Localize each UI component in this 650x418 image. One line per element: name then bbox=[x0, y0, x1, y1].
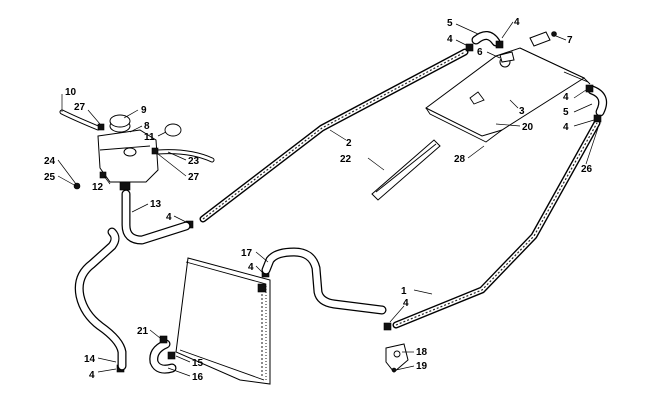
clamp-part-27-a bbox=[97, 123, 105, 131]
callout-4-hose-17: 4 bbox=[248, 262, 254, 273]
callout-27-upper: 27 bbox=[74, 102, 86, 113]
callout-4-tube-end: 4 bbox=[166, 212, 172, 223]
plug-part-24 bbox=[73, 182, 81, 190]
hose-17 bbox=[261, 247, 387, 315]
screw-part-7 bbox=[551, 31, 557, 37]
hose-14 bbox=[74, 227, 127, 371]
callout-6: 6 bbox=[477, 47, 483, 58]
callout-24: 24 bbox=[44, 156, 56, 167]
callout-9: 9 bbox=[141, 105, 147, 116]
callout-16: 16 bbox=[192, 372, 204, 383]
callout-14: 14 bbox=[84, 354, 96, 365]
callout-11: 11 bbox=[144, 132, 155, 143]
callout-1: 1 bbox=[401, 286, 407, 297]
callout-23: 23 bbox=[188, 156, 200, 167]
callout-4-hose-1: 4 bbox=[403, 298, 409, 309]
heat-exchanger-tube-upper bbox=[199, 48, 469, 223]
callout-27-lower: 27 bbox=[188, 172, 200, 183]
callout-26: 26 bbox=[581, 164, 593, 175]
callout-7: 7 bbox=[567, 35, 573, 46]
clamp-part-27-b bbox=[151, 147, 159, 155]
vent-hose-10 bbox=[59, 109, 101, 131]
bracket-part-7 bbox=[529, 31, 551, 47]
clip-part-6 bbox=[499, 51, 515, 63]
leader-lines bbox=[57, 21, 599, 377]
callout-21: 21 bbox=[137, 326, 149, 337]
callout-5-top: 5 bbox=[447, 18, 453, 29]
callout-13: 13 bbox=[150, 199, 162, 210]
callout-4-hose-14: 4 bbox=[89, 370, 95, 381]
callout-12: 12 bbox=[92, 182, 104, 193]
callout-4-top-left: 4 bbox=[447, 34, 453, 45]
elbow-hose-5-upper bbox=[471, 31, 501, 47]
callout-25: 25 bbox=[44, 172, 56, 183]
bar-part-22 bbox=[371, 139, 441, 201]
hose-13 bbox=[121, 189, 191, 245]
callout-labels: 1 2 3 4 4 4 4 4 4 4 4 5 5 6 7 8 9 10 11 … bbox=[44, 17, 593, 383]
callout-22: 22 bbox=[340, 154, 352, 165]
callout-4-top-right: 4 bbox=[514, 17, 520, 28]
callout-17: 17 bbox=[241, 248, 253, 259]
callout-28: 28 bbox=[454, 154, 466, 165]
callout-4-right-lower: 4 bbox=[563, 122, 569, 133]
ring-part-11 bbox=[164, 123, 182, 137]
callout-3: 3 bbox=[519, 106, 525, 117]
callout-20: 20 bbox=[522, 122, 534, 133]
callout-18: 18 bbox=[416, 347, 428, 358]
clamp-part-21 bbox=[159, 335, 168, 344]
callout-15: 15 bbox=[192, 358, 204, 369]
coolant-reservoir bbox=[97, 114, 159, 191]
clamp-part-15 bbox=[167, 351, 176, 360]
heat-exchanger-tube-lower bbox=[392, 119, 601, 329]
radiator bbox=[175, 257, 271, 385]
callout-4-right-upper: 4 bbox=[563, 92, 569, 103]
elbow-hose-5-right bbox=[587, 85, 608, 117]
callout-19: 19 bbox=[416, 361, 428, 372]
bracket-part-18 bbox=[385, 343, 409, 373]
callout-10: 10 bbox=[65, 87, 77, 98]
overflow-hose-23 bbox=[155, 149, 215, 163]
callout-2: 2 bbox=[346, 138, 352, 149]
hose-16 bbox=[149, 339, 177, 374]
callout-8: 8 bbox=[144, 121, 150, 132]
heat-exchanger-plate bbox=[425, 47, 591, 143]
callout-5-right: 5 bbox=[563, 107, 569, 118]
clamp-part-12 bbox=[99, 171, 107, 179]
